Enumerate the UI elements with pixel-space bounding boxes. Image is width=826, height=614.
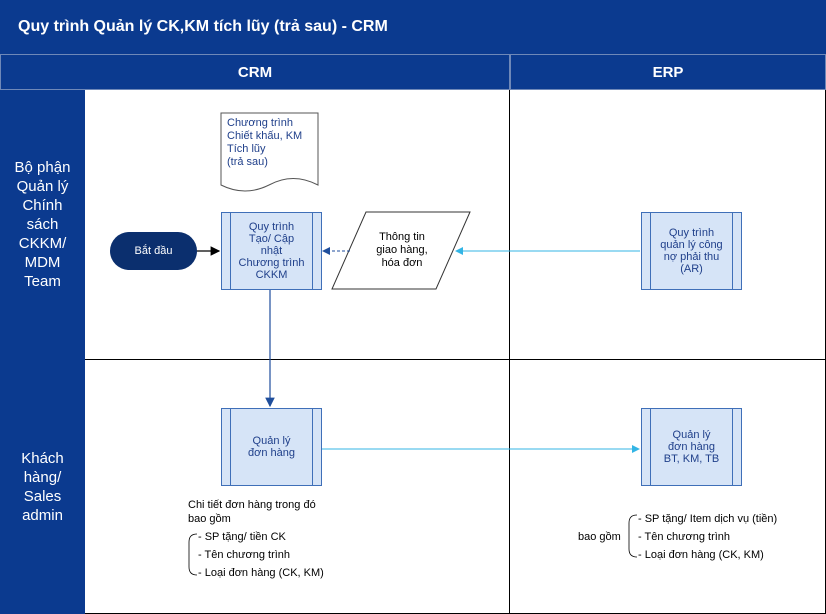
process-order-crm: Quản lý đơn hàng <box>221 408 322 486</box>
process-order-crm-label: Quản lý đơn hàng <box>248 435 295 459</box>
erp-note-item: - Tên chương trình <box>638 531 731 543</box>
process-ar: Quy trình quản lý công nợ phải thu (AR) <box>641 212 742 290</box>
column-header-crm: CRM <box>0 54 510 90</box>
crm-note-item: - Tên chương trình <box>198 549 291 561</box>
lane-label-policy-team-text: Bộ phận Quản lý Chính sách CKKM/ MDM Tea… <box>14 159 71 290</box>
erp-note-item: - SP tặng/ Item dịch vụ (tiền) <box>638 513 778 525</box>
crm-bracket <box>188 533 198 576</box>
document-shape <box>220 112 319 192</box>
diagram-title: Quy trình Quản lý CK,KM tích lũy (trả sa… <box>0 0 826 54</box>
erp-note-intro: bao gồm <box>578 531 621 543</box>
data-delivery-info-text: Thông tin giao hàng, hóa đơn <box>376 231 428 269</box>
crm-note-intro-1: Chi tiết đơn hàng trong đó <box>188 499 316 511</box>
crm-note-intro-2: bao gồm <box>188 513 231 525</box>
process-order-erp: Quản lý đơn hàng BT, KM, TB <box>641 408 742 486</box>
erp-note-item: - Loại đơn hàng (CK, KM) <box>638 549 764 561</box>
lane-label-policy-team: Bộ phận Quản lý Chính sách CKKM/ MDM Tea… <box>0 90 85 359</box>
data-shape <box>331 211 471 290</box>
process-create-program-label: Quy trình Tạo/ Cập nhật Chương trình CKK… <box>238 221 305 281</box>
process-ar-label: Quy trình quản lý công nợ phải thu (AR) <box>660 227 723 275</box>
crm-note-item: - SP tặng/ tiền CK <box>198 531 286 543</box>
erp-bracket <box>628 514 638 558</box>
lane-label-sales-admin-text: Khách hàng/ Sales admin <box>21 449 64 524</box>
crm-note-item: - Loại đơn hàng (CK, KM) <box>198 567 324 579</box>
start-label: Bắt đầu <box>134 245 173 257</box>
column-header-erp: ERP <box>510 54 826 90</box>
lane-label-sales-admin: Khách hàng/ Sales admin <box>0 359 85 614</box>
column-divider <box>509 90 510 614</box>
lane-divider <box>85 359 826 360</box>
start-terminal: Bắt đầu <box>110 232 197 270</box>
process-order-erp-label: Quản lý đơn hàng BT, KM, TB <box>663 429 720 465</box>
document-program-text: Chương trình Chiết khấu, KM Tích lũy (tr… <box>227 117 303 168</box>
process-create-program: Quy trình Tạo/ Cập nhật Chương trình CKK… <box>221 212 322 290</box>
